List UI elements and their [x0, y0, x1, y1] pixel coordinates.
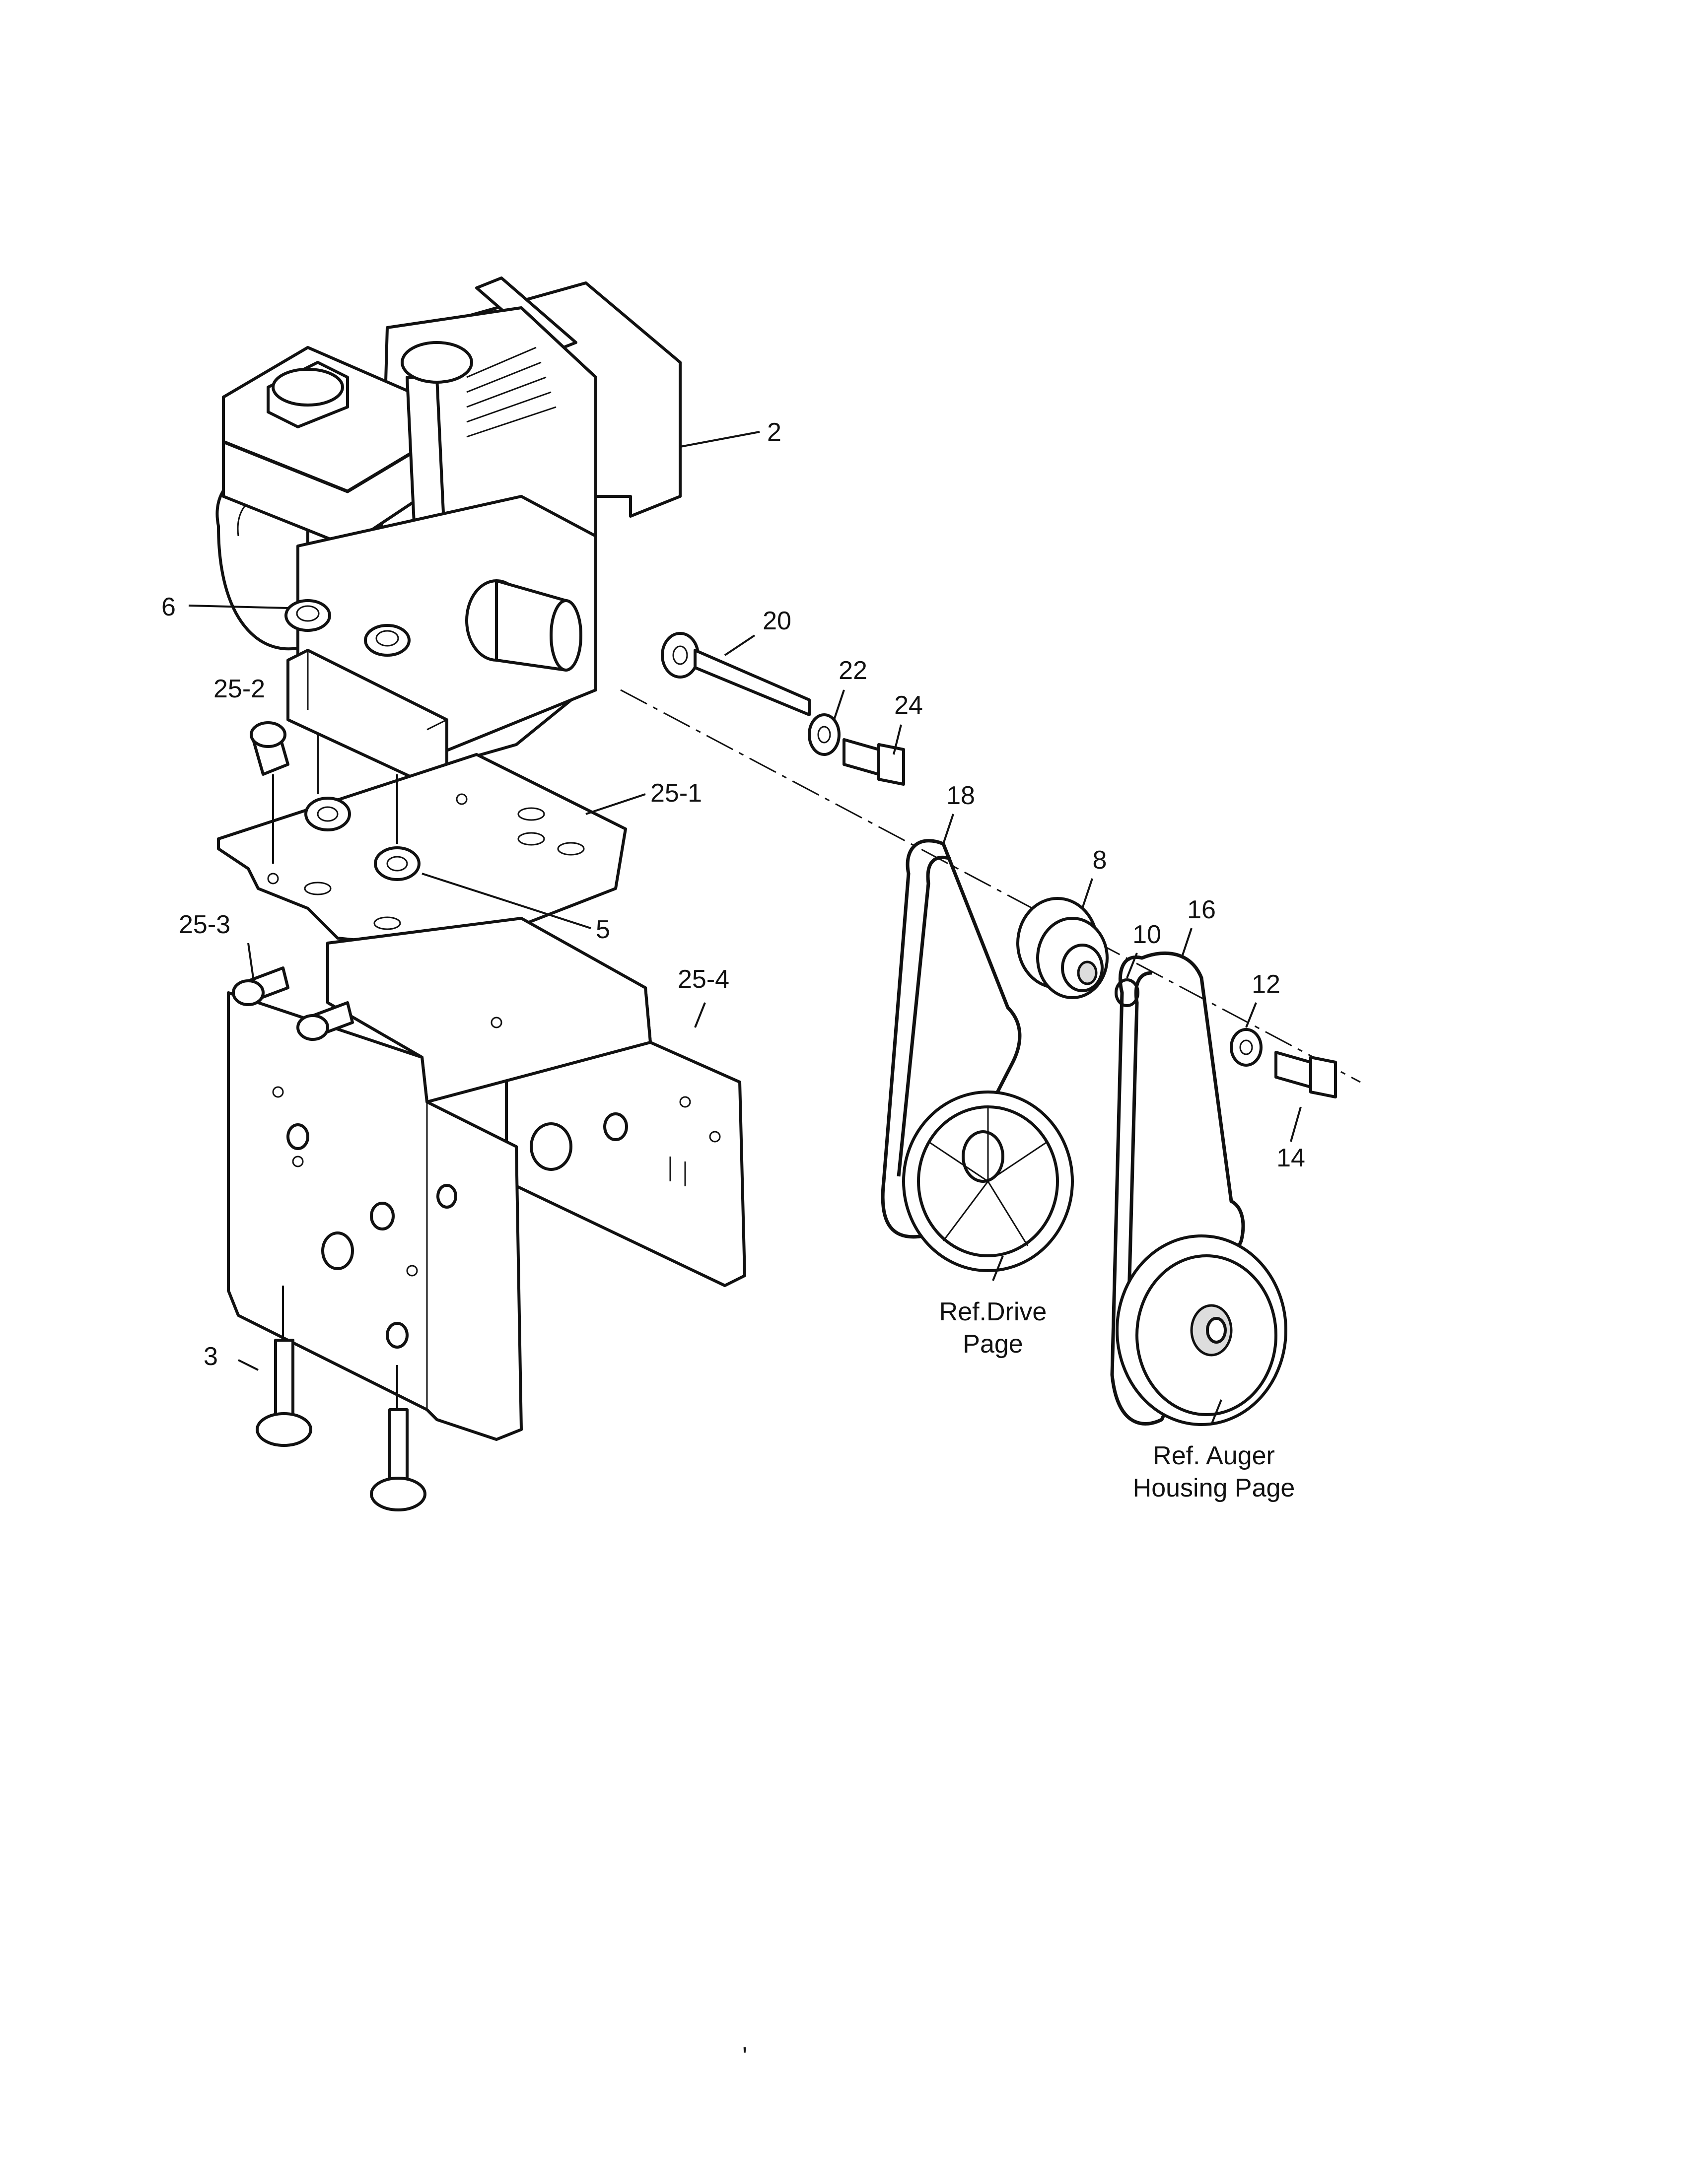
shaft-hardware [620, 632, 1361, 1083]
callout-25-1: 25-1 [650, 779, 702, 808]
callout-3: 3 [204, 1342, 218, 1371]
bolt-25-2 [250, 721, 289, 864]
engine-pulley [1016, 897, 1139, 1007]
callout-22: 22 [839, 656, 867, 685]
washer-bolt-12-14 [1230, 1028, 1337, 1098]
callout-8: 8 [1093, 846, 1107, 875]
callout-25-4: 25-4 [678, 965, 729, 994]
ref-drive-line2: Page [963, 1330, 1023, 1359]
auger-belt-pulley [1110, 951, 1287, 1426]
callout-16: 16 [1187, 895, 1216, 924]
callout-25-3: 25-3 [179, 910, 230, 939]
bottom-bolts [256, 1286, 426, 1511]
callout-20: 20 [763, 607, 791, 635]
callout-18: 18 [946, 781, 975, 810]
callout-6: 6 [161, 593, 176, 621]
engine-assembly [215, 276, 682, 786]
ref-auger-line1: Ref. Auger [1153, 1441, 1275, 1470]
callout-5: 5 [596, 915, 610, 944]
ref-auger-line2: Housing Page [1133, 1474, 1295, 1502]
callout-2: 2 [767, 418, 781, 447]
frame [227, 917, 746, 1441]
callout-24: 24 [894, 691, 923, 720]
ref-drive-line1: Ref.Drive [939, 1297, 1047, 1326]
callout-25-2: 25-2 [213, 675, 265, 703]
callout-10: 10 [1132, 920, 1161, 949]
footer-mark: ' [742, 2042, 747, 2071]
callout-14: 14 [1276, 1144, 1305, 1172]
callout-12: 12 [1252, 970, 1280, 999]
leader-lines [188, 431, 1302, 1425]
drive-belt-pulley [881, 839, 1074, 1272]
